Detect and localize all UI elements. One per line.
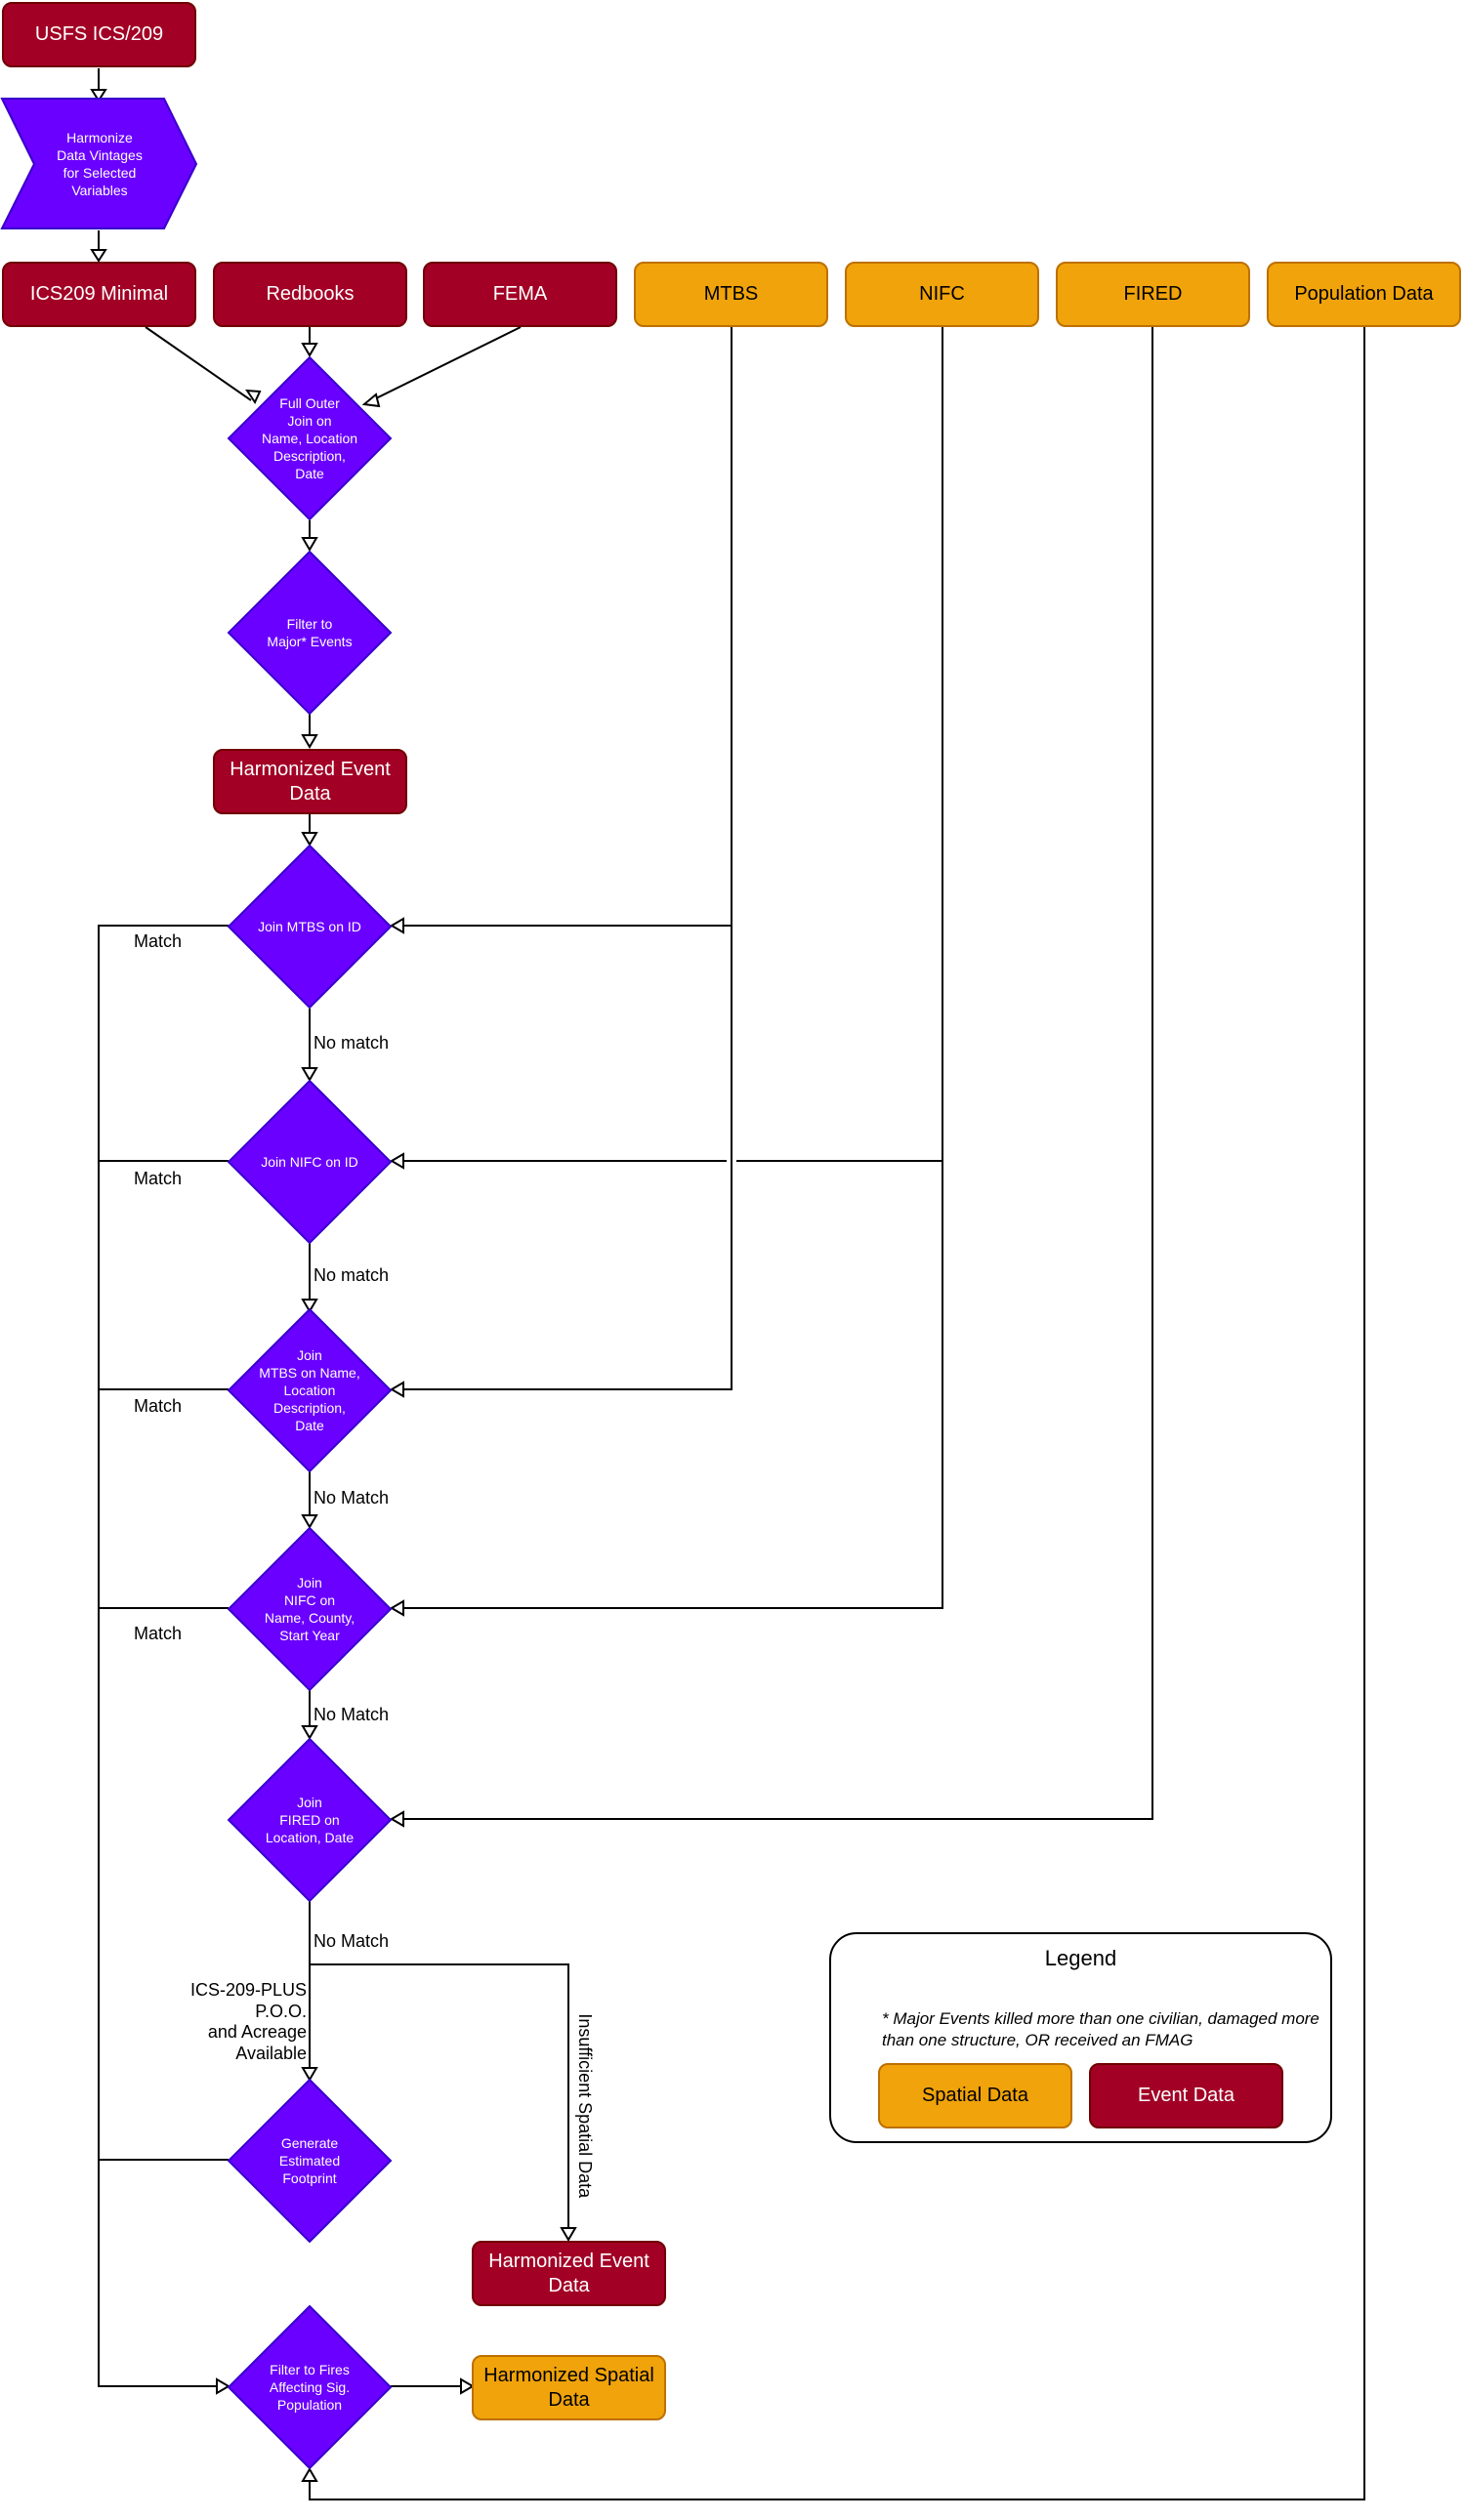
usfs-ics209-node: USFS ICS/209	[2, 2, 196, 67]
no-match-label-mtbs-name: No Match	[314, 1488, 390, 1508]
harmonize-label: Harmonize Data Vintages for Selected Var…	[57, 129, 143, 199]
join-mtbs-id-label: Join MTBS on ID	[258, 918, 361, 934]
legend-footnote: * Major Events killed more than one civi…	[882, 2009, 1319, 2050]
filter-fires-label: Filter to Fires Affecting Sig. Populatio…	[269, 2361, 351, 2414]
join-fired-decision-shape	[227, 1737, 393, 1903]
legend-event-data: Event Data	[1089, 2063, 1283, 2128]
no-match-label-fired: No Match	[314, 1931, 390, 1951]
population-data-node: Population Data	[1267, 262, 1461, 327]
join-fired-label: Join FIRED on Location, Date	[265, 1794, 355, 1846]
ics209-minimal-node: ICS209 Minimal	[2, 262, 196, 327]
harmonized-event-data-output-node: Harmonized Event Data	[472, 2241, 666, 2306]
harmonized-event-data-node: Harmonized Event Data	[213, 749, 407, 814]
match-label-mtbs-name: Match	[134, 1396, 183, 1416]
filter-major-label: Filter to Major* Events	[267, 615, 353, 649]
no-match-label-nifc-id: No match	[314, 1265, 390, 1285]
match-label-nifc-name: Match	[134, 1624, 183, 1643]
harmonized-spatial-data-node: Harmonized Spatial Data	[472, 2355, 666, 2420]
match-label-mtbs-id: Match	[134, 931, 183, 951]
join-nifc-name-label: Join NIFC on Name, County, Start Year	[264, 1574, 356, 1644]
redbooks-node: Redbooks	[213, 262, 407, 327]
match-label-nifc-id: Match	[134, 1169, 183, 1188]
filter-fires-decision-shape	[227, 2304, 393, 2470]
join-mtbs-name-decision-shape	[227, 1307, 393, 1473]
nifc-node: NIFC	[845, 262, 1039, 327]
filter-major-decision-shape	[227, 550, 393, 716]
join-mtbs-name-label: Join MTBS on Name, Location Description,…	[259, 1346, 360, 1434]
harmonize-process-shape	[0, 98, 198, 229]
insufficient-spatial-data-label: Insufficient Spatial Data	[574, 2013, 595, 2199]
legend-spatial-data: Spatial Data	[878, 2063, 1072, 2128]
mtbs-node: MTBS	[634, 262, 828, 327]
legend-title: Legend	[1044, 1946, 1117, 1970]
no-match-label-mtbs-id: No match	[314, 1033, 390, 1053]
ics-209-plus-label: ICS-209-PLUS P.O.O. and Acreage Availabl…	[189, 1980, 307, 2063]
legend: Legend * Major Events killed more than o…	[829, 1932, 1332, 2143]
join-nifc-id-decision-shape	[227, 1079, 393, 1245]
fired-node: FIRED	[1056, 262, 1250, 327]
join-mtbs-id-decision-shape	[227, 844, 393, 1010]
full-outer-join-decision-shape	[227, 355, 393, 521]
fema-node: FEMA	[423, 262, 617, 327]
join-nifc-name-decision-shape	[227, 1526, 393, 1692]
generate-footprint-decision-shape	[227, 2078, 393, 2244]
join-nifc-id-label: Join NIFC on ID	[261, 1153, 358, 1170]
no-match-label-nifc-name: No Match	[314, 1705, 390, 1724]
full-outer-join-label: Full Outer Join on Name, Location Descri…	[261, 394, 358, 482]
generate-footprint-label: Generate Estimated Footprint	[278, 2134, 341, 2187]
